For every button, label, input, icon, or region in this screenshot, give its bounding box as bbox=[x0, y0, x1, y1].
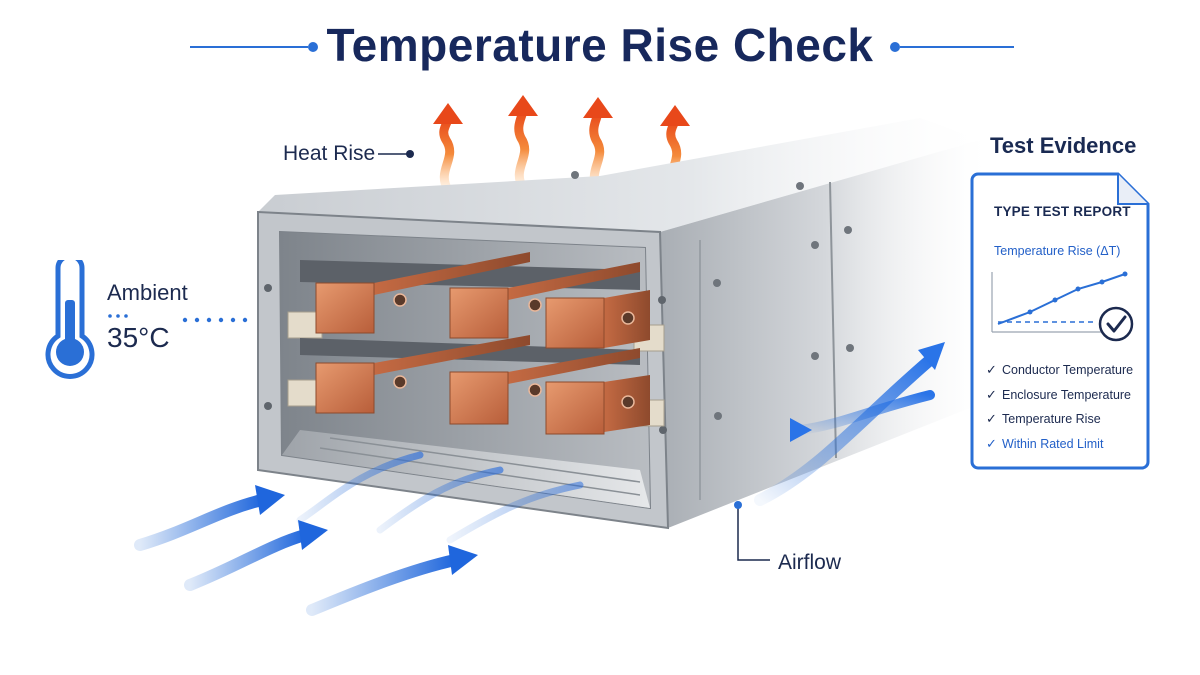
checklist-item: ✓Enclosure Temperature bbox=[986, 383, 1133, 408]
checkmark-icon: ✓ bbox=[986, 411, 1002, 427]
report-checklist: ✓Conductor Temperature ✓Enclosure Temper… bbox=[986, 358, 1133, 456]
check-circle-icon bbox=[1100, 308, 1132, 340]
ambient-label: Ambient bbox=[107, 280, 188, 306]
checkmark-icon: ✓ bbox=[986, 362, 1002, 378]
checklist-item-result: ✓Within Rated Limit bbox=[986, 432, 1133, 457]
checkmark-icon: ✓ bbox=[986, 436, 1002, 452]
test-evidence-heading: Test Evidence bbox=[990, 133, 1136, 159]
airflow-arrow-icon bbox=[140, 455, 580, 610]
airflow-label: Airflow bbox=[778, 551, 841, 575]
report-subtitle: Temperature Rise (ΔT) bbox=[994, 244, 1120, 258]
heat-rise-label: Heat Rise bbox=[283, 142, 375, 166]
airflow-arrow-icon-right bbox=[760, 360, 930, 500]
checkmark-icon: ✓ bbox=[986, 387, 1002, 403]
ambient-temperature-value: 35°C bbox=[107, 322, 170, 354]
checklist-item: ✓Temperature Rise bbox=[986, 407, 1133, 432]
checklist-item: ✓Conductor Temperature bbox=[986, 358, 1133, 383]
thermometer-icon bbox=[38, 260, 98, 390]
report-title: TYPE TEST REPORT bbox=[994, 204, 1131, 219]
test-report-card: TYPE TEST REPORT Temperature Rise (ΔT) ✓… bbox=[970, 172, 1150, 470]
